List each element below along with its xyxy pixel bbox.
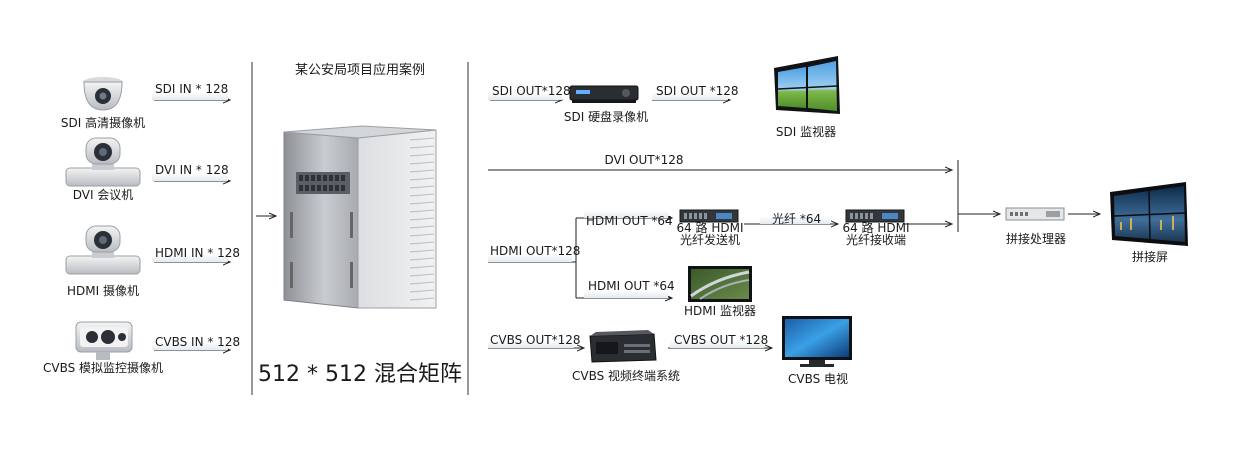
matrix-label: 512 * 512 混合矩阵 <box>258 362 462 387</box>
sdi-out-label: SDI OUT*128 <box>492 84 571 98</box>
transmitter-label-1: 64 路 HDMI <box>676 221 744 235</box>
input-device-label: SDI 高清摄像机 <box>60 116 146 130</box>
dvi-out-label: DVI OUT*128 <box>604 153 684 167</box>
sdi-out2-label: SDI OUT *128 <box>656 84 739 98</box>
conference-camera-icon <box>65 137 141 187</box>
fiber-label: 光纤 *64 <box>772 212 822 226</box>
processor-label: 拼接处理器 <box>1005 232 1067 246</box>
dvr-recorder-icon <box>569 85 639 103</box>
hdmi-branch1-label: HDMI OUT *64 <box>586 214 673 228</box>
cvbs-tv-icon <box>782 316 852 367</box>
matrix-chassis-icon <box>283 125 437 309</box>
hdmi-out-label: HDMI OUT*128 <box>490 244 581 258</box>
receiver-label-2: 光纤接收端 <box>845 233 907 247</box>
input-device-label: HDMI 摄像机 <box>67 284 139 298</box>
cvbs-tv-label: CVBS 电视 <box>787 372 849 386</box>
fiber-transmitter-icon <box>679 209 739 223</box>
bullet-camera-icon <box>75 321 133 360</box>
input-device-label: CVBS 模拟监控摄像机 <box>42 361 164 375</box>
cvbs-out-label: CVBS OUT*128 <box>490 333 581 347</box>
input-link-label: CVBS IN * 128 <box>155 335 241 349</box>
splice-screen-icon <box>1110 182 1188 246</box>
ptz-camera-icon <box>65 225 141 275</box>
dome-camera-icon <box>83 77 123 111</box>
dvr-label: SDI 硬盘录像机 <box>563 110 649 124</box>
hdmi-branch2-label: HDMI OUT *64 <box>588 279 675 293</box>
receiver-label-1: 64 路 HDMI <box>842 221 910 235</box>
input-link-label: SDI IN * 128 <box>155 82 229 96</box>
sdi-video-wall-icon <box>774 56 840 114</box>
video-terminal-icon <box>589 330 657 363</box>
hdmi-monitor-label: HDMI 监视器 <box>684 304 756 318</box>
video-terminal-label: CVBS 视频终端系统 <box>571 369 681 383</box>
sdi-monitor-label: SDI 监视器 <box>775 125 837 139</box>
input-link-label: DVI IN * 128 <box>155 163 229 177</box>
splice-processor-icon <box>1005 207 1065 221</box>
fiber-receiver-icon <box>845 209 905 223</box>
hdmi-monitor-icon <box>688 266 752 302</box>
cvbs-out2-label: CVBS OUT *128 <box>674 333 769 347</box>
splice-screen-label: 拼接屏 <box>1131 250 1169 264</box>
transmitter-label-2: 光纤发送机 <box>679 233 741 247</box>
input-device-label: DVI 会议机 <box>72 188 134 202</box>
diagram-title: 某公安局项目应用案例 <box>294 63 426 78</box>
input-link-label: HDMI IN * 128 <box>155 246 241 260</box>
